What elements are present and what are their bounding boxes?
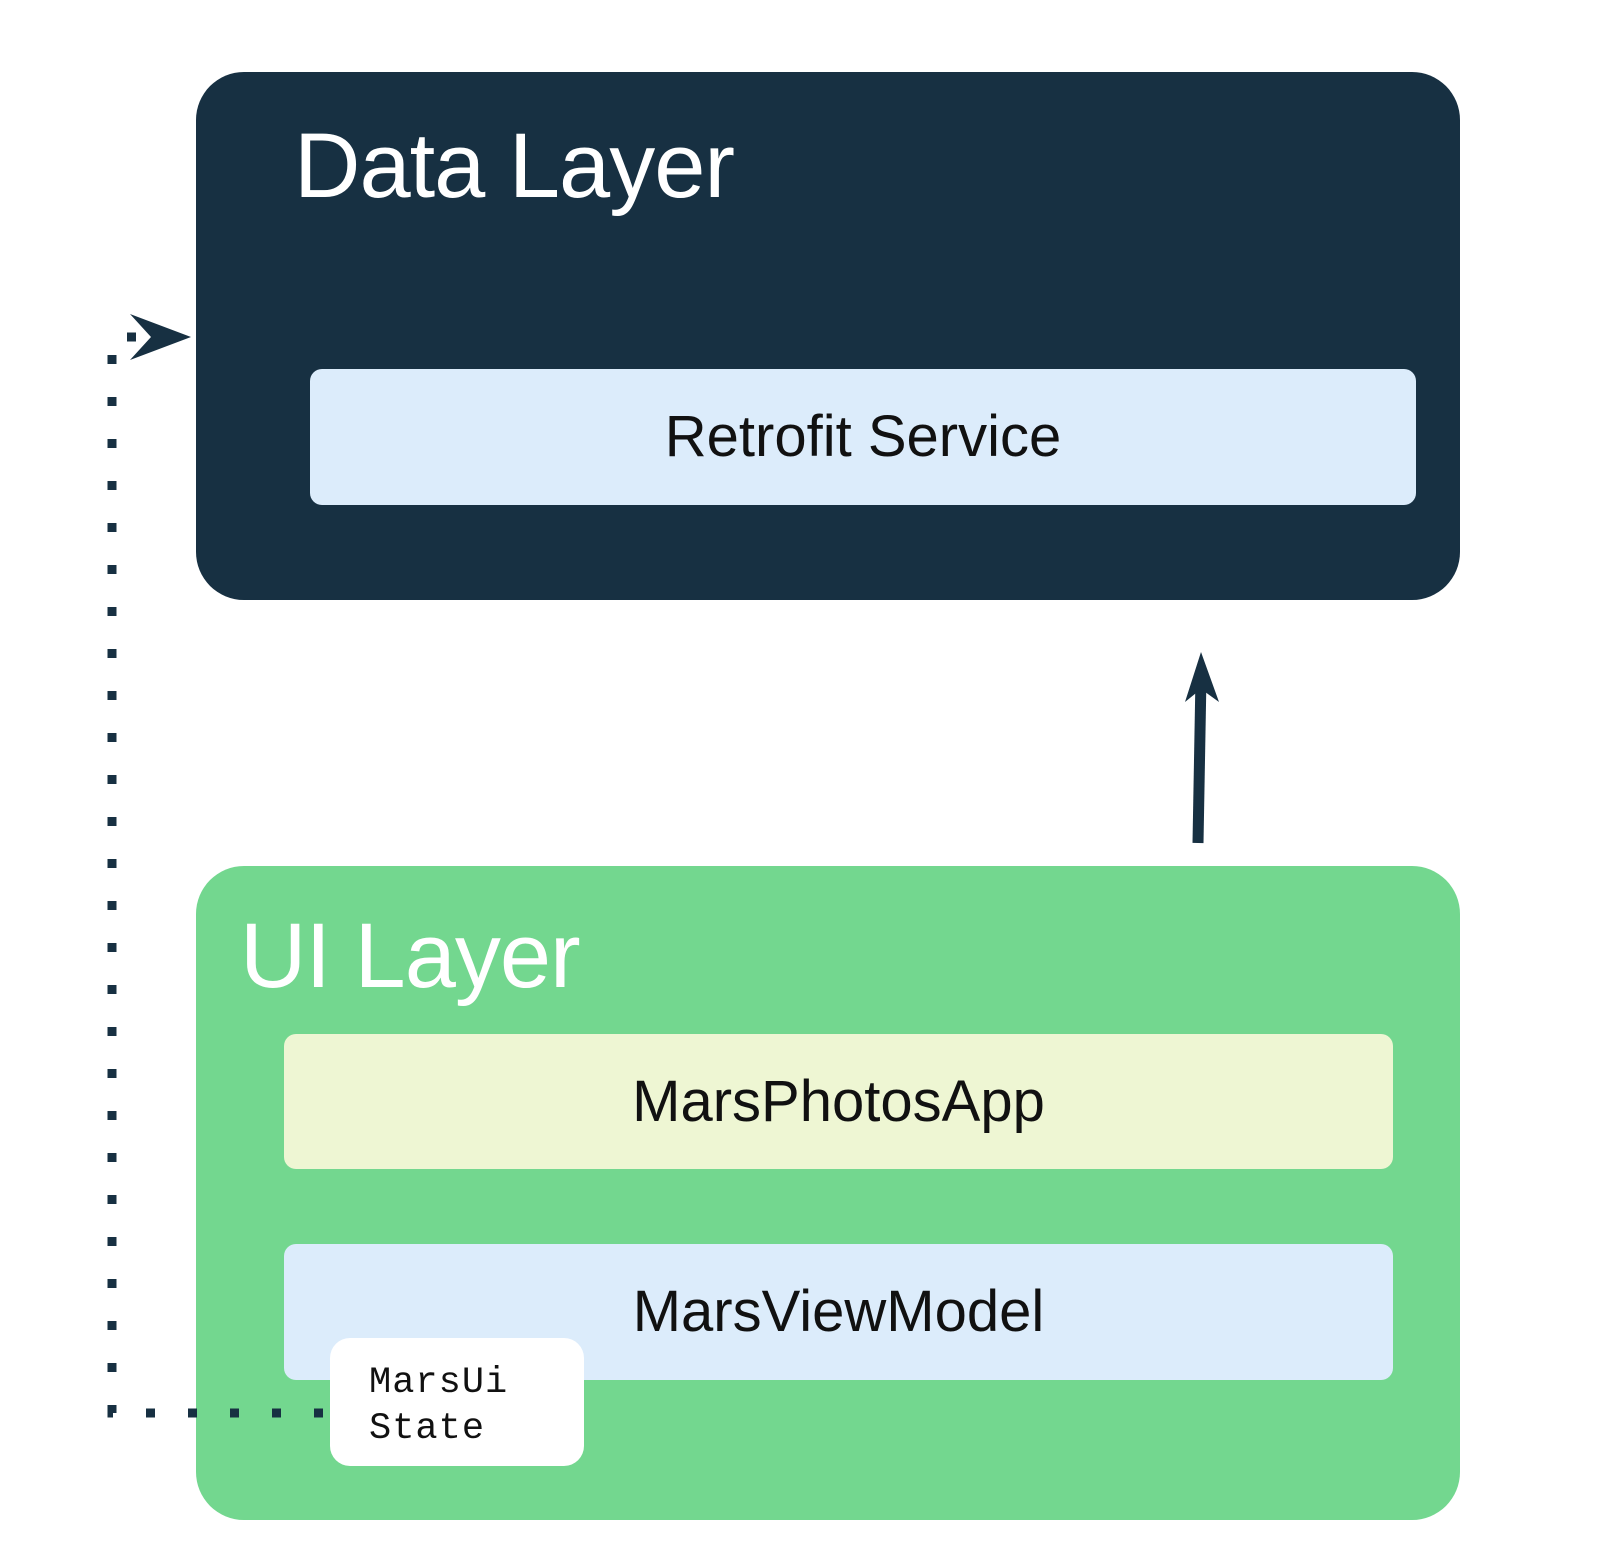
retrofit-service-box: Retrofit Service <box>310 369 1416 505</box>
data-layer-title: Data Layer <box>294 115 735 217</box>
ui-to-data-arrowhead <box>1185 652 1219 702</box>
mars-view-model-label: MarsViewModel <box>632 1279 1045 1344</box>
mars-photos-app-label: MarsPhotosApp <box>632 1068 1045 1134</box>
retrofit-service-label: Retrofit Service <box>664 404 1062 469</box>
data-layer: Data Layer Retrofit Service <box>196 72 1460 600</box>
data-flow-arrowhead <box>130 314 191 360</box>
ui-to-data-arrow-line <box>1192 676 1207 844</box>
ui-layer: UI Layer MarsPhotosApp MarsViewModel Mar… <box>196 866 1460 1520</box>
mars-photos-app-box: MarsPhotosApp <box>284 1034 1393 1169</box>
data-flow-dotted-path <box>107 332 323 1418</box>
ui-layer-title: UI Layer <box>240 905 581 1007</box>
mars-ui-state-box: MarsUi State <box>330 1338 584 1466</box>
mars-view-model-box: MarsViewModel <box>284 1244 1393 1380</box>
